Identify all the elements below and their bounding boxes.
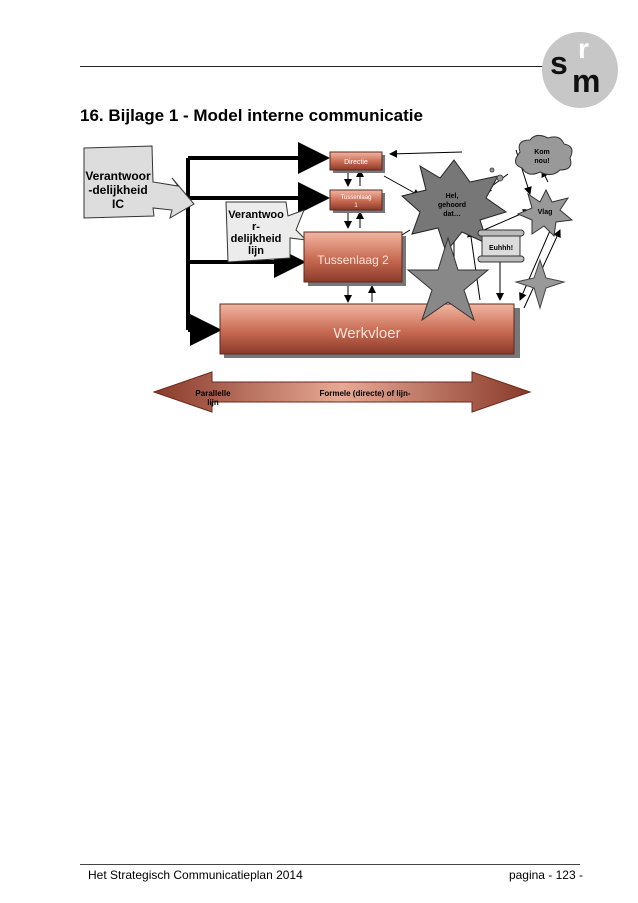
footer-divider: [80, 864, 580, 865]
cloud-line1: Kom: [534, 149, 550, 156]
callout-lijn-line2: r-: [252, 221, 260, 233]
logo-letter-s: s: [550, 45, 568, 81]
bottom-double-arrow: Parallelle lijn Formele (directe) of lij…: [152, 371, 532, 413]
box-directie: Directie: [329, 151, 385, 173]
box-werkvloer: Werkvloer: [219, 303, 520, 358]
callout-verantwoordelijkheid-ic: Verantwoor -delijkheid IC: [83, 145, 195, 220]
callout-verantwoordelijkheid-lijn: Verantwoo r- delijkheid lijn: [225, 201, 308, 263]
communication-model-diagram: Verantwoor -delijkheid IC Verantwoo r- d…: [83, 134, 574, 413]
callout-ic-line1: Verantwoor: [85, 169, 151, 183]
star-vlag: Vlag: [516, 188, 574, 238]
box-tussenlaag-1-line2: 1: [354, 203, 358, 209]
box-tussenlaag-2-label: Tussenlaag 2: [317, 253, 389, 267]
footer-document-title: Het Strategisch Communicatieplan 2014: [88, 868, 303, 882]
callout-ic-line3: IC: [112, 197, 124, 211]
arrow-left-line2: lijn: [207, 398, 219, 407]
scroll-euhhh: Euhhh!: [477, 229, 525, 263]
grey-star-small: [514, 258, 566, 310]
callout-lijn-line4: lijn: [248, 245, 264, 257]
scroll-label: Euhhh!: [489, 245, 513, 252]
star-vlag-label: Vlag: [538, 209, 553, 216]
connector-lines: [186, 142, 330, 346]
arrow-left-line1: Parallelle: [195, 389, 231, 398]
callout-lijn-line3: delijkheid: [231, 233, 282, 245]
box-tussenlaag-1: Tussenlaag 1: [329, 189, 385, 213]
section-title: 16. Bijlage 1 - Model interne communicat…: [80, 106, 423, 125]
callout-ic-line2: -delijkheid: [88, 183, 147, 197]
box-directie-label: Directie: [344, 159, 368, 166]
box-werkvloer-label: Werkvloer: [333, 325, 400, 342]
arrow-right-label: Formele (directe) of lijn-: [319, 389, 410, 398]
burst-line2: gehoord: [438, 202, 466, 209]
cloud-kom-nou: Kom nou!: [489, 134, 573, 182]
logo-letter-m: m: [572, 63, 600, 99]
box-tussenlaag-1-line1: Tussenlaag: [341, 195, 372, 201]
grey-star-large: [406, 236, 490, 322]
header-divider: [80, 66, 548, 67]
logo-letter-r: r: [578, 33, 589, 64]
cloud-line2: nou!: [534, 158, 549, 165]
callout-lijn-line1: Verantwoo: [228, 209, 284, 221]
box-tussenlaag-2: Tussenlaag 2: [303, 231, 406, 286]
burst-line1: Hel,: [446, 193, 459, 200]
burst-line3: dat…: [443, 211, 461, 218]
srm-logo: s r m: [542, 32, 618, 108]
footer-page-number: pagina - 123 -: [508, 868, 583, 882]
